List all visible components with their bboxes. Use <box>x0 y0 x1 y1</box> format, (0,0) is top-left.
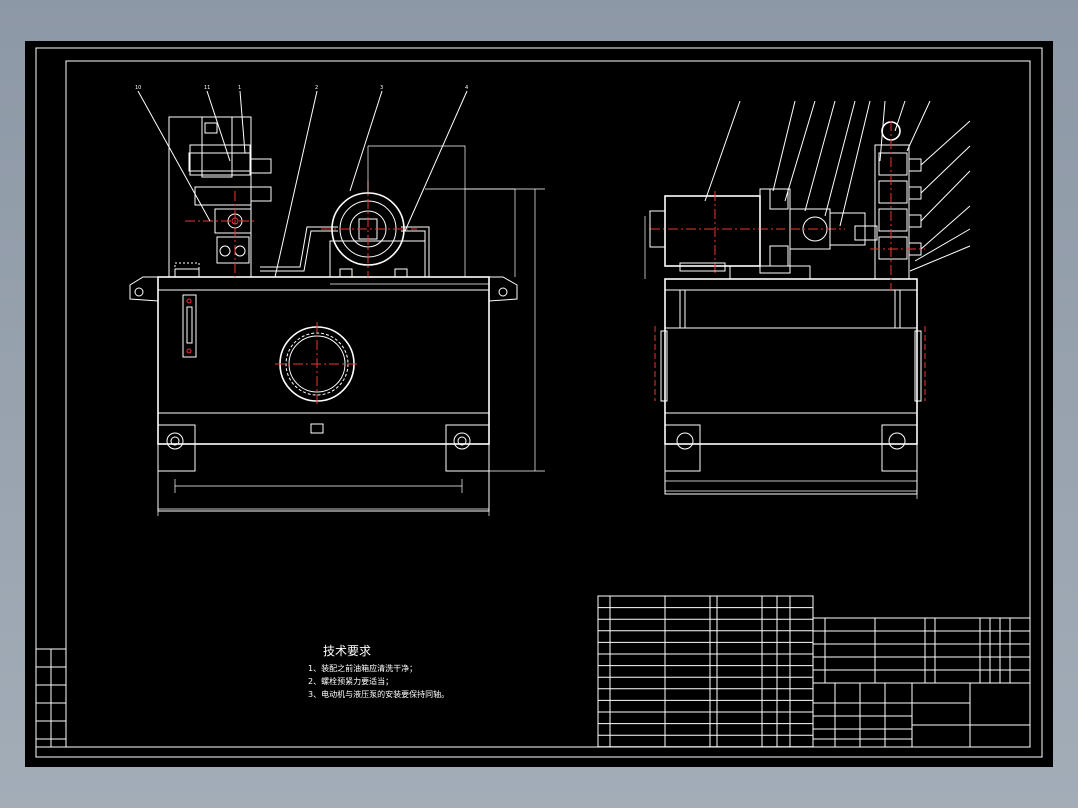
side-stamp-table <box>35 648 67 748</box>
svg-text:1: 1 <box>238 85 241 91</box>
oil-tank-side <box>664 278 918 445</box>
parts-list <box>597 595 814 748</box>
tech-req-line-3: 3、电动机与液压泵的安装要保持同轴。 <box>308 689 449 699</box>
oil-tank-front <box>157 276 490 445</box>
front-view: 10 11 1 2 3 4 <box>129 85 545 516</box>
svg-text:10: 10 <box>135 85 141 91</box>
outer-frame <box>35 47 1043 758</box>
title-block <box>812 617 1031 748</box>
tech-req-title: 技术要求 <box>323 644 371 658</box>
inner-frame <box>65 60 1031 748</box>
technical-requirements: 技术要求 1、装配之前油箱应清洗干净； 2、螺栓预紧力要适当； 3、电动机与液压… <box>308 644 449 699</box>
drawing-canvas: 10 11 1 2 3 4 <box>35 47 1043 758</box>
cad-viewport[interactable]: 10 11 1 2 3 4 <box>25 41 1053 767</box>
side-view <box>644 100 971 499</box>
svg-text:11: 11 <box>204 85 210 91</box>
tech-req-line-1: 1、装配之前油箱应清洗干净； <box>308 663 417 673</box>
svg-text:4: 4 <box>465 85 468 91</box>
svg-text:2: 2 <box>315 85 318 91</box>
tech-req-line-2: 2、螺栓预紧力要适当； <box>308 676 393 686</box>
svg-text:3: 3 <box>380 85 383 91</box>
